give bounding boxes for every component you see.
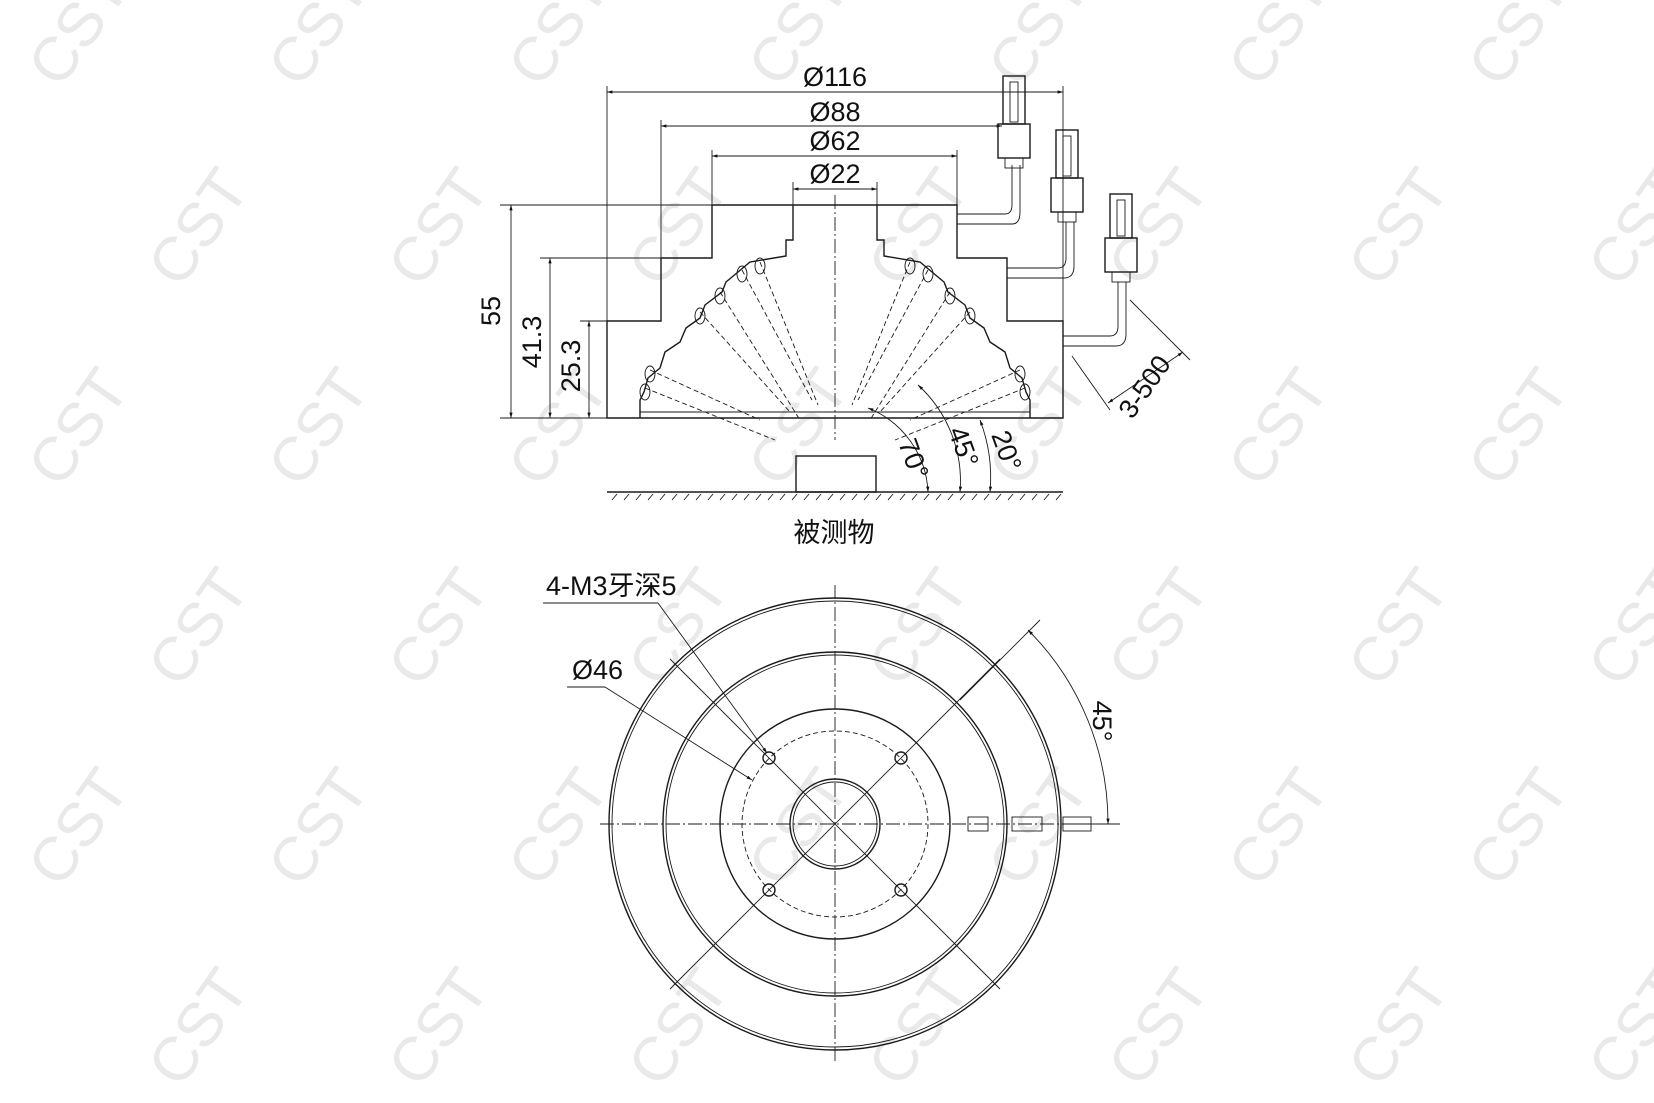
led-icon <box>736 265 748 283</box>
watermark: CST <box>1335 957 1463 1098</box>
watermark: CST <box>15 0 143 98</box>
cable-length-label: 3-500 <box>1113 350 1177 424</box>
watermark: CST <box>1455 357 1583 498</box>
led-beam <box>879 311 971 413</box>
watermark: CST <box>255 0 383 98</box>
dim-88: Ø88 <box>809 97 860 127</box>
watermark: CST <box>15 357 143 498</box>
led-beam <box>909 369 1021 421</box>
dim-116: Ø116 <box>803 62 867 92</box>
connector-3 <box>1104 193 1138 283</box>
watermark: CST <box>1455 757 1583 898</box>
watermark: CST <box>375 557 503 698</box>
mounting-hole <box>762 751 776 765</box>
led-beam <box>649 369 761 421</box>
angle-45: 45° <box>942 423 984 472</box>
angle-45-arc <box>1027 629 1110 825</box>
watermark: CST <box>975 0 1103 98</box>
led-beam <box>644 387 776 441</box>
angle-70: 70° <box>892 435 934 484</box>
connector-1 <box>997 75 1031 169</box>
watermark: CST <box>735 357 863 498</box>
led-beam <box>851 261 911 406</box>
watermark: CST <box>975 357 1103 498</box>
ground-hatch <box>611 493 1062 501</box>
bolt-circle-leader <box>604 686 753 781</box>
led-beam <box>741 269 813 401</box>
led-beam <box>869 291 951 421</box>
led-icon <box>944 287 956 305</box>
watermark: CST <box>375 157 503 298</box>
height-dimensions: 55 41.3 25.3 <box>476 204 712 419</box>
led-icon <box>904 257 916 275</box>
led-icon <box>644 365 656 383</box>
mounting-hole <box>894 751 908 765</box>
led-icon <box>1014 365 1026 383</box>
dim-62: Ø62 <box>809 126 860 156</box>
mounting-hole <box>894 883 908 897</box>
object-label: 被测物 <box>794 518 875 548</box>
diameter-dimensions: Ø116 Ø88 Ø62 Ø22 <box>606 62 1064 321</box>
led-beam <box>699 311 791 413</box>
led-icon <box>639 383 651 401</box>
dim-25-3: 25.3 <box>556 340 586 393</box>
led-beam <box>719 291 801 421</box>
mounting-holes <box>762 751 908 897</box>
side-view: 被测物 Ø116 Ø88 Ø62 Ø22 55 41.3 <box>476 62 1191 548</box>
watermark: CST <box>1455 0 1583 98</box>
watermark: CST <box>615 157 743 298</box>
led-beam <box>759 261 819 406</box>
watermark: CST <box>495 757 623 898</box>
dim-22: Ø22 <box>809 159 860 189</box>
watermark: CST <box>615 957 743 1098</box>
watermark: CST <box>15 757 143 898</box>
watermark: CST <box>1095 957 1223 1098</box>
watermark: CST <box>1575 957 1654 1098</box>
thread-leader <box>657 602 768 754</box>
watermark: CST <box>855 157 983 298</box>
watermark: CST <box>1335 557 1463 698</box>
watermark: CST <box>495 0 623 98</box>
watermark: CST <box>1095 157 1223 298</box>
led-icon <box>714 287 726 305</box>
watermark: CST <box>975 757 1103 898</box>
watermark: CST <box>135 957 263 1098</box>
watermark: CST <box>255 357 383 498</box>
watermark: CST <box>135 157 263 298</box>
watermark: CST <box>1335 157 1463 298</box>
watermark: CST <box>375 957 503 1098</box>
watermark: CST <box>135 557 263 698</box>
connector-2 <box>1050 129 1084 223</box>
dim-55: 55 <box>476 296 506 326</box>
watermark: CST <box>1215 0 1343 98</box>
watermark: CST <box>1095 557 1223 698</box>
bolt-circle-label: Ø46 <box>572 655 623 685</box>
watermark: CST <box>1575 557 1654 698</box>
dim-41-3: 41.3 <box>517 316 547 369</box>
mounting-hole <box>762 883 776 897</box>
led-beam <box>857 269 929 401</box>
led-icon <box>1019 383 1031 401</box>
led-icon <box>694 307 706 325</box>
watermark: CST <box>1215 357 1343 498</box>
top-view: 45° 4-M3牙深5 Ø46 <box>543 571 1120 1063</box>
led-icon <box>754 257 766 275</box>
watermark: CST <box>855 957 983 1098</box>
led-icon <box>922 265 934 283</box>
watermark: CST <box>255 757 383 898</box>
top-angle-45: 45° <box>1087 701 1117 742</box>
thread-label: 4-M3牙深5 <box>546 571 677 601</box>
led-icon <box>964 307 976 325</box>
watermark: CST <box>1575 157 1654 298</box>
watermark: CST <box>1215 757 1343 898</box>
